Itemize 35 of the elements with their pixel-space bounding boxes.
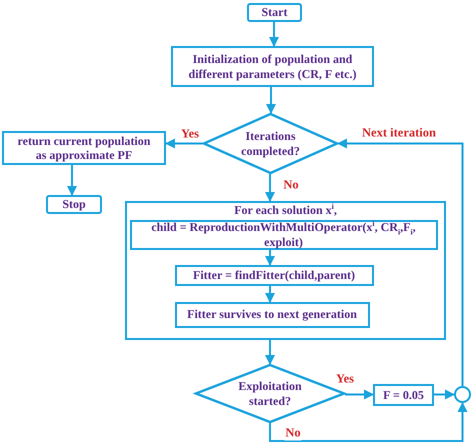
terminal-box xyxy=(247,3,302,22)
node-label: Fitter survives to next generation xyxy=(187,307,357,322)
edge-label: No xyxy=(284,426,302,440)
node-label: return current population as approximate PF xyxy=(16,134,152,162)
node-label: Start xyxy=(262,5,288,20)
arrow xyxy=(265,250,275,266)
arrow xyxy=(266,87,276,114)
arrow xyxy=(269,402,468,442)
process-box xyxy=(2,131,166,165)
arrow xyxy=(265,174,275,202)
terminal-box xyxy=(46,195,102,214)
process-box xyxy=(174,302,370,328)
connector-circle xyxy=(454,386,471,403)
node-label: Initialization of population and different parameters (CR, F etc.) xyxy=(188,52,358,81)
process-box xyxy=(373,384,434,406)
node-label: Iterations completed? xyxy=(240,129,301,158)
loop-container xyxy=(125,201,446,340)
arrow xyxy=(265,340,275,365)
node-label: Stop xyxy=(62,197,86,212)
arrow xyxy=(337,138,464,386)
node-label: Fitter = findFitter(child,parent) xyxy=(192,268,356,282)
node-label: F = 0.05 xyxy=(383,388,424,402)
process-box xyxy=(174,264,374,286)
arrow xyxy=(269,22,279,47)
process-box xyxy=(130,220,438,250)
node-label: For each solution x$^{i}$, xyxy=(234,203,337,218)
arrow xyxy=(165,138,203,148)
arrow xyxy=(265,286,275,303)
arrow xyxy=(67,165,77,196)
process-box xyxy=(171,46,374,87)
decision-diamond xyxy=(203,113,338,174)
node-label: child = ReproductionWithMultiOperator(x$^{i}$, CR$_{i}$,F$_{i}$, exploit) xyxy=(150,220,417,249)
arrow xyxy=(345,390,374,400)
arrow xyxy=(434,390,455,400)
node-label: Exploitation started? xyxy=(237,379,303,408)
